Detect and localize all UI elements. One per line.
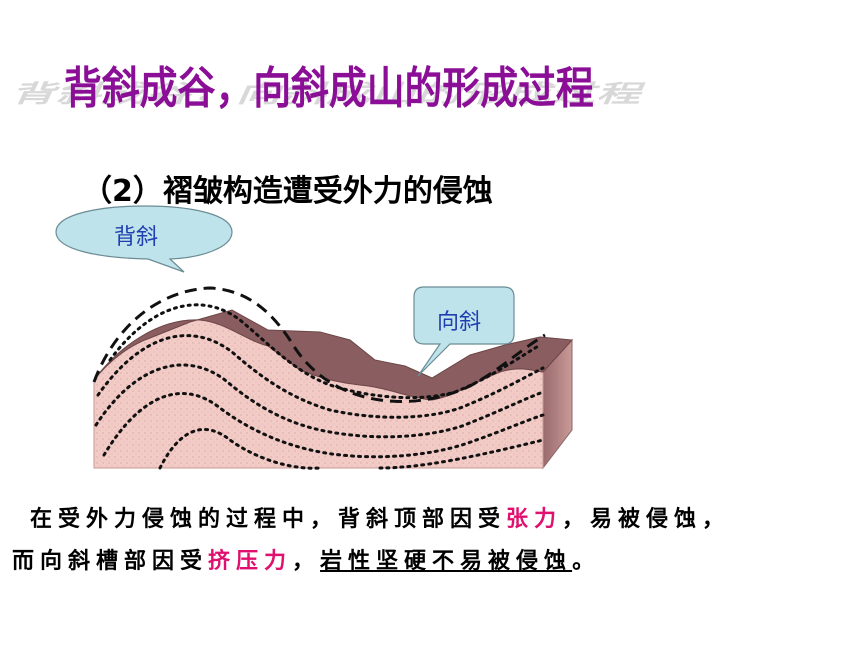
title-block: 背斜成谷，向斜成山的形成过程 背斜成谷，向斜成山的形成过程 [8, 52, 651, 122]
fold-layer-3 [94, 363, 545, 439]
syncline-callout-bubble [413, 286, 515, 377]
anticline-callout-bubble [55, 205, 233, 273]
original-fold-outline [92, 286, 546, 403]
explanation-line-2: 而向斜槽部因受挤压力，岩性坚硬不易被侵蚀。 [12, 540, 860, 582]
fold-layer-6 [378, 438, 545, 470]
hard-rock-underlined: 岩性坚硬不易被侵蚀 [320, 548, 573, 574]
section-subtitle: （2）褶皱构造遭受外力的侵蚀 [82, 174, 493, 209]
fold-layer-2 [96, 334, 545, 419]
explanation-line-2-a: 而向斜槽部因受 [12, 548, 209, 574]
explanation-line-1: 在受外力侵蚀的过程中，背斜顶部因受张力，易被侵蚀， [12, 498, 860, 540]
fold-layer-4 [102, 392, 545, 459]
explanation-text: 在受外力侵蚀的过程中，背斜顶部因受张力，易被侵蚀， 而向斜槽部因受挤压力，岩性坚… [12, 498, 860, 582]
anticline-label: 背斜 [114, 225, 159, 250]
explanation-line-2-end: 。 [572, 548, 601, 574]
anticline-callout [55, 205, 233, 273]
syncline-label: 向斜 [437, 310, 482, 335]
explanation-line-1-b: ，易被侵蚀， [562, 506, 731, 532]
page-title: 背斜成谷，向斜成山的形成过程 [64, 63, 594, 114]
fold-layer-5 [158, 427, 322, 470]
syncline-callout [413, 286, 515, 377]
tension-highlight: 张力 [506, 506, 563, 532]
explanation-line-2-b: ， [292, 548, 321, 574]
compression-highlight: 挤压力 [208, 548, 293, 574]
explanation-line-1-a: 在受外力侵蚀的过程中，背斜顶部因受 [30, 506, 507, 532]
